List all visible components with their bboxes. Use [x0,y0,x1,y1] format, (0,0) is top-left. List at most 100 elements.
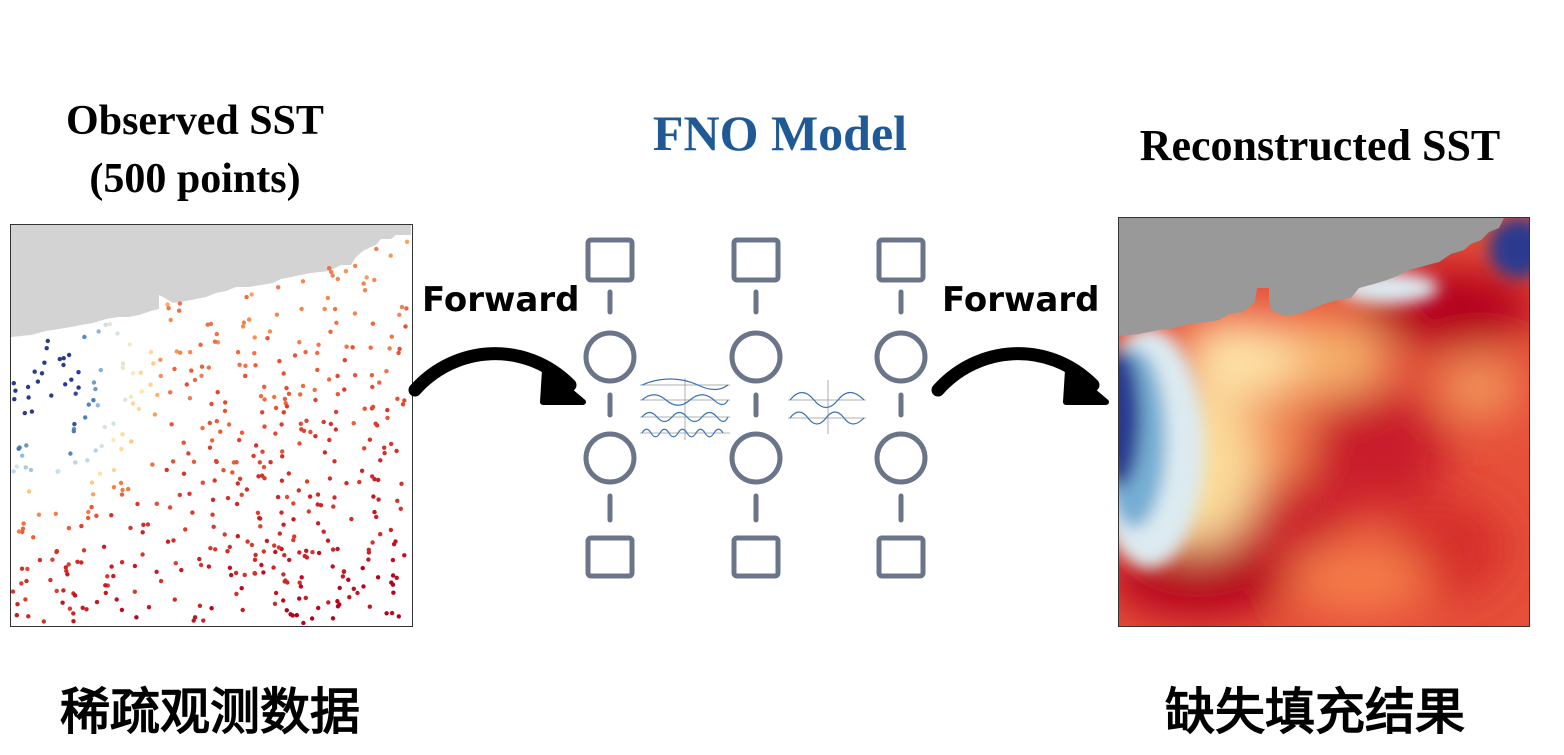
observation-point [181,440,186,445]
observation-point [178,350,183,355]
observation-point [303,595,308,601]
observation-point [172,366,177,372]
observation-point [382,445,387,450]
observation-point [396,350,401,356]
observation-point [315,521,321,526]
observation-point [69,377,74,382]
observation-point [328,421,334,427]
observation-point [313,397,318,403]
observation-point [198,562,204,568]
observation-point [66,562,71,567]
observation-point [277,358,282,364]
observation-point [335,546,340,552]
observation-point [322,450,328,455]
observation-point [399,481,404,486]
observation-point [327,437,332,443]
observation-point [109,564,114,569]
observation-point [73,391,78,396]
observation-point [249,542,255,548]
observation-point [41,619,46,624]
observation-point [170,459,176,464]
observation-point [385,415,390,421]
observation-point [391,590,396,595]
observation-point [206,365,211,370]
observation-point [65,572,70,577]
observation-point [357,479,362,485]
observation-point [276,285,281,290]
observation-point [64,568,69,574]
observed-sst-map [11,225,411,625]
observation-point [376,477,381,483]
observation-point [333,409,339,415]
observation-point [291,501,296,506]
observation-point [167,505,173,510]
observation-point [83,415,88,420]
observation-point [252,571,258,576]
observation-point [103,590,109,596]
observation-point [281,598,286,603]
observation-point [120,487,125,493]
observation-point [384,369,389,374]
observation-point [268,460,273,465]
observation-point [276,545,282,550]
observation-point [304,418,309,423]
observation-point [258,524,263,529]
observation-point [50,557,55,562]
observation-point [115,331,120,336]
forward-arrow-right [931,347,1109,405]
observation-point [342,387,347,392]
observation-point [310,550,315,555]
observation-point [96,329,101,334]
observation-point [374,246,379,252]
observation-point [252,351,257,356]
observation-point [352,311,358,316]
fourier-waves-icon-2 [788,380,866,434]
observation-point [367,437,373,442]
observation-point [114,597,119,602]
observation-point [102,424,107,430]
observation-point [374,514,379,520]
observation-point [60,600,65,605]
observation-point [111,421,116,426]
observation-point [361,584,366,589]
observation-point [23,465,28,470]
observation-point [337,602,342,607]
observation-point [103,322,108,327]
observation-point [334,320,339,325]
observation-point [37,557,43,563]
observation-point [79,523,84,529]
hidden-circle-node [583,330,637,384]
observation-point [148,382,153,387]
observation-point [42,360,47,365]
observation-point [298,584,304,589]
observation-point [187,491,192,496]
network-column-3 [874,237,928,579]
observation-point [158,357,163,362]
observation-point [329,269,334,275]
observation-point [376,497,381,502]
observation-point [89,480,95,485]
observation-point [200,480,205,485]
output-square-node [876,535,926,579]
observation-point [211,524,216,529]
observation-point [11,381,16,386]
observation-point [177,308,182,313]
observation-point [197,556,202,562]
observation-point [66,525,72,531]
observation-point [107,322,113,327]
observation-point [233,570,239,576]
observation-point [280,449,285,454]
observation-point [327,266,332,271]
observation-point [12,397,17,402]
observation-point [246,317,252,322]
observation-point [151,361,156,366]
observation-point [335,373,340,379]
observation-point [372,509,377,515]
observation-point [230,470,235,475]
observation-point [326,600,331,605]
observation-point [111,485,117,490]
observation-point [372,277,377,283]
observation-point [252,335,257,340]
observation-point [239,492,244,497]
observation-point [297,550,302,555]
